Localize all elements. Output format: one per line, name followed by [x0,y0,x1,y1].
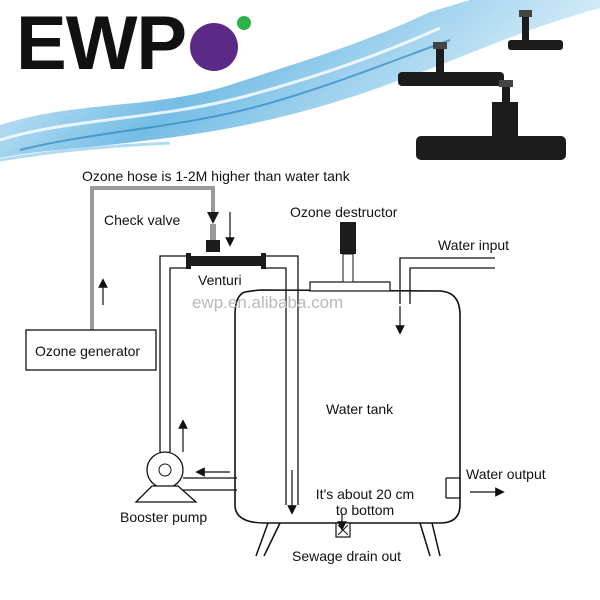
brand-logo: EWP [16,4,256,84]
booster-pump-label: Booster pump [120,509,208,525]
ozone-hose-note: Ozone hose is 1-2M higher than water tan… [82,168,350,184]
flow-arrows [98,212,505,531]
watermark: ewp.en.alibaba.com [192,293,344,312]
ozone-generator-box [25,329,157,371]
water-output-pipe [445,477,460,499]
ozone-destructor-icon [340,222,356,283]
water-splash [0,0,600,162]
booster-pump-icon [134,451,198,503]
ozone-destructor-label: Ozone destructor [290,204,398,220]
water-tank-label: Water tank [326,401,394,417]
check-valve-icon [206,212,220,252]
sewage-drain-label: Sewage drain out [292,548,401,564]
water-input-pipe [399,257,495,304]
ozone-hose [90,186,215,330]
ozone-generator-label: Ozone generator [35,343,141,359]
water-tank [234,289,461,524]
check-valve-label: Check valve [104,212,181,228]
venturi-icon [186,253,266,269]
tank-lid [309,281,391,292]
brand-dot-icon [190,16,252,71]
venturi-injector-photo [398,10,566,160]
distance-note-line1: It's about 20 cm [315,486,415,502]
brand-text: EWP [16,1,187,86]
sewage-drain [335,522,351,538]
distance-note-line2: to bottom [335,502,395,518]
circulation-pipe [159,255,299,505]
venturi-label: Venturi [198,272,242,288]
water-input-label: Water input [438,237,510,253]
water-output-label: Water output [466,466,546,482]
